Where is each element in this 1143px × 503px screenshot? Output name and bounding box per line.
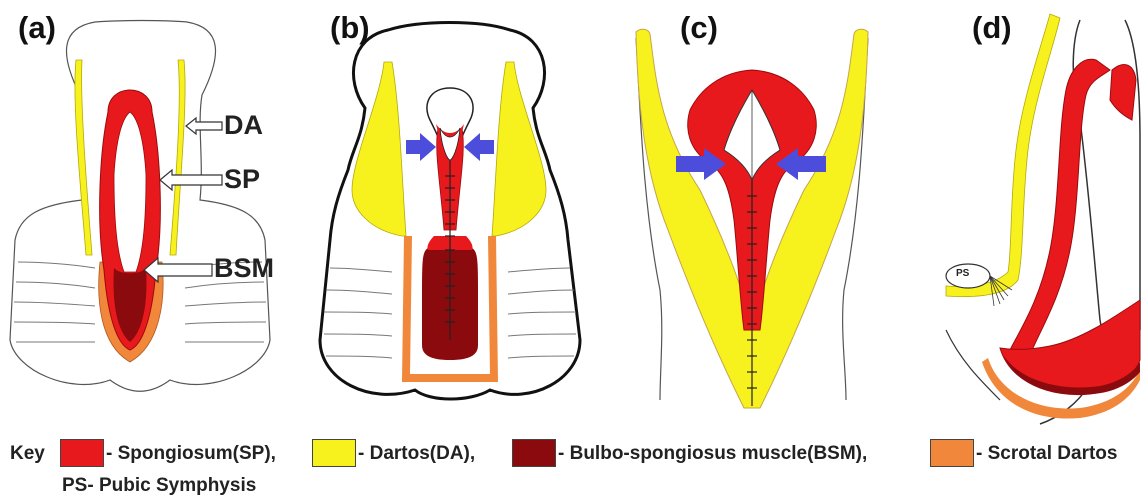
callout-bsm: BSM [214, 253, 274, 284]
diagram-canvas [0, 0, 1143, 437]
key-label-dartos: - Dartos(DA), [358, 443, 475, 465]
panel-c-drawing [636, 29, 868, 408]
key-label-spongiosum: - Spongiosum(SP), [106, 443, 276, 465]
key-label-scrotal-dartos: - Scrotal Dartos [976, 443, 1117, 465]
panel-b-drawing [320, 23, 580, 400]
key-title: Key [10, 443, 45, 465]
panel-d-dartos [946, 14, 1060, 297]
key-swatch-scrotal-dartos [930, 439, 974, 467]
key-swatch-dartos [312, 439, 356, 467]
ps-label: PS [956, 268, 969, 279]
key-swatch-bsm [512, 439, 556, 467]
panel-a-drawing [10, 21, 270, 392]
key-swatch-spongiosum [60, 439, 104, 467]
key-note-ps: PS- Pubic Symphysis [62, 475, 256, 497]
legend-key: Key - Spongiosum(SP), - Dartos(DA), - Bu… [0, 437, 1143, 503]
key-label-bsm: - Bulbo-spongiosus muscle(BSM), [558, 443, 867, 465]
panel-a-label: (a) [18, 10, 56, 46]
panel-d-drawing [946, 14, 1140, 424]
panel-d-label: (d) [972, 10, 1012, 46]
panel-b-label: (b) [330, 10, 370, 46]
callout-da: DA [224, 110, 263, 141]
panel-c-label: (c) [680, 10, 718, 46]
callout-sp: SP [224, 164, 260, 195]
